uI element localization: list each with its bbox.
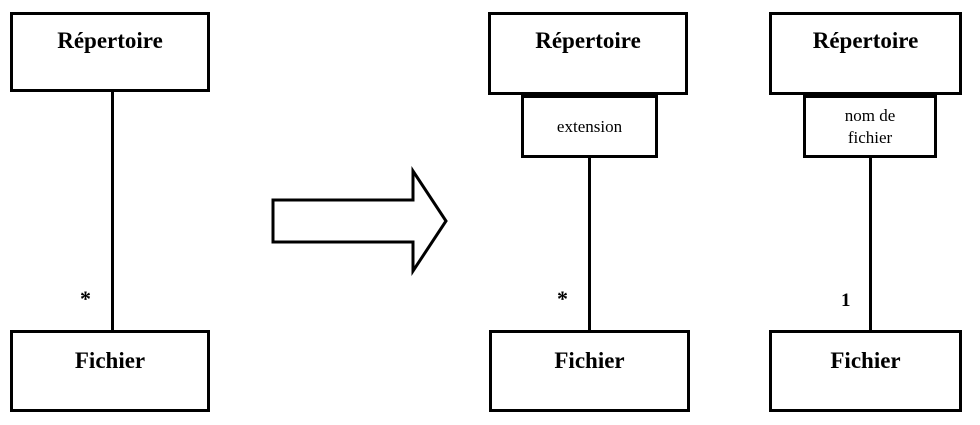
class-title-repertoire-extension: Répertoire [535, 28, 641, 53]
association-line-extension [588, 156, 591, 338]
multiplicity-label-before: * [80, 286, 91, 311]
block-arrow-right-icon [271, 166, 448, 276]
class-title-repertoire-before: Répertoire [57, 28, 163, 53]
class-box-repertoire-before[interactable]: Répertoire [10, 12, 210, 92]
class-box-repertoire-nom[interactable]: Répertoire [769, 12, 962, 95]
multiplicity-label-extension: * [557, 286, 568, 311]
class-title-fichier-before: Fichier [74, 348, 146, 373]
class-title-fichier-extension: Fichier [554, 348, 625, 373]
class-title-fichier-nom: Fichier [830, 348, 901, 373]
qualifier-box-extension[interactable]: extension [521, 95, 658, 158]
qualifier-label-extension: extension [556, 116, 623, 136]
association-line-before [111, 90, 114, 338]
qualifier-box-nom-de-fichier[interactable]: nom de fichier [803, 95, 937, 158]
transformation-arrow [270, 166, 450, 276]
qualifier-label-line-2: fichier [847, 127, 893, 147]
class-box-repertoire-extension[interactable]: Répertoire [488, 12, 688, 95]
class-box-fichier-before[interactable]: Fichier [10, 330, 210, 412]
association-line-nom-de-fichier [869, 156, 872, 338]
class-box-fichier-extension[interactable]: Fichier [489, 330, 690, 412]
qualifier-label-line-1: nom de [844, 106, 896, 126]
qualifier-label-nom-de-fichier: nom de fichier [845, 105, 896, 148]
class-title-repertoire-nom: Répertoire [812, 28, 919, 53]
multiplicity-label-nom-de-fichier: 1 [841, 290, 851, 311]
class-box-fichier-nom[interactable]: Fichier [769, 330, 962, 412]
